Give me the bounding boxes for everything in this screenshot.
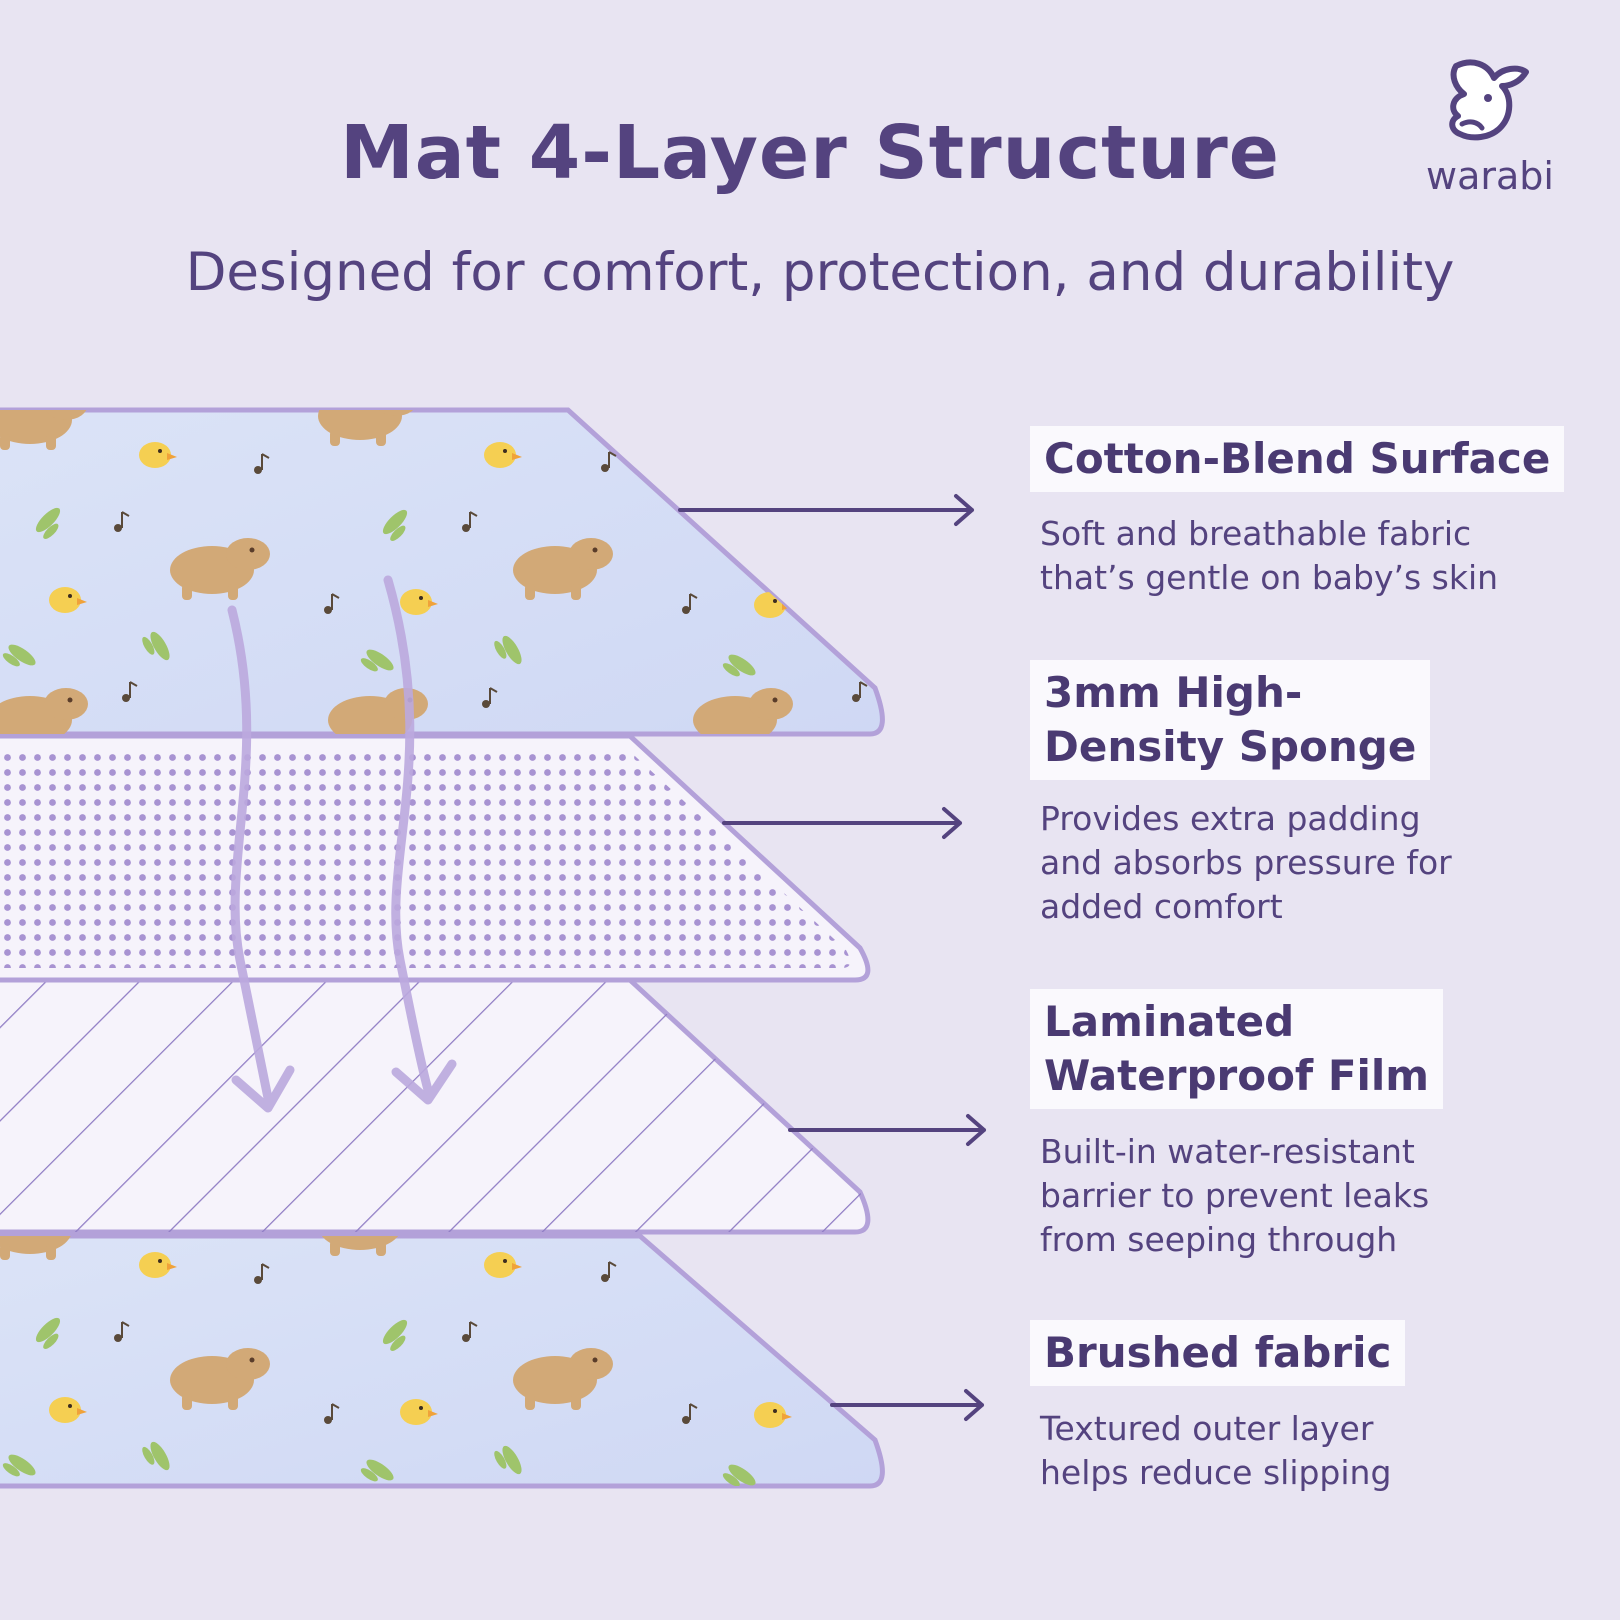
music-note-icon <box>482 1498 497 1518</box>
flow-arrow-right <box>383 575 433 1095</box>
duck-icon <box>139 442 177 468</box>
music-note-icon <box>114 511 130 532</box>
duck-icon <box>400 1399 438 1425</box>
leaf-icon <box>494 1445 522 1475</box>
music-note-icon <box>254 1263 270 1284</box>
layer-3-title: Laminated Waterproof Film <box>1030 989 1444 1109</box>
leaf-icon <box>722 1464 756 1486</box>
layer-2-description: Provides extra padding and absorbs press… <box>1040 799 1452 926</box>
leaf-icon <box>2 1454 36 1477</box>
rabbit-icon <box>1449 59 1529 141</box>
duck-icon <box>139 1252 177 1278</box>
duck-icon <box>754 1402 792 1428</box>
music-note-icon <box>324 1403 340 1424</box>
flow-arrow-left <box>227 605 273 1103</box>
music-note-icon <box>601 1261 617 1282</box>
leaf-icon <box>494 635 522 665</box>
capybara-icon <box>170 1348 270 1410</box>
duck-icon <box>484 442 522 468</box>
capybara-icon <box>513 1348 613 1410</box>
music-note-icon <box>114 1321 130 1342</box>
leaf-icon <box>35 1317 61 1349</box>
layer-1-title: Cotton-Blend Surface <box>1030 426 1565 492</box>
music-note-icon <box>682 1403 698 1424</box>
leaf-icon <box>382 1319 408 1351</box>
layer-sponge <box>0 733 871 983</box>
flow-arrow-left-head <box>231 1065 295 1113</box>
brand-name: warabi <box>1426 154 1554 198</box>
music-note-icon <box>482 687 498 708</box>
leaf-icon <box>360 649 394 672</box>
flow-arrow-right-head <box>391 1059 457 1105</box>
music-note-icon <box>601 451 617 472</box>
capybara-icon <box>0 1236 72 1260</box>
capybara-icon <box>318 410 418 446</box>
capybara-icon <box>693 688 793 734</box>
music-note-icon <box>324 593 340 614</box>
fabric-print <box>0 1236 867 1560</box>
leaf-icon <box>142 1441 170 1471</box>
leaf-icon <box>35 507 61 539</box>
leaf-icon <box>722 654 756 677</box>
layer-4-description: Textured outer layer helps reduce slippi… <box>1040 1409 1392 1492</box>
brand-logo: warabi <box>1410 50 1570 200</box>
layer-2-title: 3mm High- Density Sponge <box>1030 660 1431 780</box>
leaf-icon <box>2 644 36 667</box>
capybara-icon <box>513 538 613 600</box>
capybara-icon <box>0 410 88 450</box>
callout-arrow-4 <box>830 1389 984 1421</box>
music-note-icon <box>122 681 138 702</box>
music-note-icon <box>122 1492 137 1512</box>
leaf-icon <box>142 631 170 661</box>
duck-icon <box>400 589 438 615</box>
capybara-icon <box>170 538 270 600</box>
capybara-icon <box>328 1498 428 1560</box>
leaf-icon <box>360 1459 394 1482</box>
layer-cotton-surface <box>0 407 885 737</box>
music-note-icon <box>852 681 868 702</box>
capybara-icon <box>328 688 428 734</box>
layer-3-description: Built-in water-resistant barrier to prev… <box>1040 1132 1430 1259</box>
page-title: Mat 4-Layer Structure <box>340 110 1280 196</box>
layer-4-title: Brushed fabric <box>1030 1320 1406 1386</box>
music-note-icon <box>462 1321 478 1342</box>
music-note-icon <box>254 453 270 474</box>
music-note-icon <box>682 593 698 614</box>
fabric-print <box>0 410 868 734</box>
capybara-icon <box>0 1498 88 1560</box>
layer-brushed-fabric <box>0 1233 885 1560</box>
layer-waterproof-film <box>0 977 871 1235</box>
callout-arrow-2 <box>722 807 962 839</box>
leaf-icon <box>382 509 408 541</box>
capybara-icon <box>0 688 88 734</box>
duck-icon <box>484 1252 522 1278</box>
music-note-icon <box>462 511 478 532</box>
callout-arrows <box>678 494 986 1421</box>
duck-icon <box>49 1397 87 1423</box>
callout-arrow-3 <box>788 1114 986 1146</box>
capybara-icon <box>693 1498 793 1560</box>
page-subtitle: Designed for comfort, protection, and du… <box>185 242 1455 303</box>
layer-1-description: Soft and breathable fabric that’s gentle… <box>1040 514 1499 597</box>
callout-arrow-1 <box>678 494 974 526</box>
capybara-icon <box>318 1236 402 1256</box>
absorption-flow-arrows <box>227 575 457 1113</box>
duck-icon <box>49 587 87 613</box>
music-note-icon <box>852 1492 867 1512</box>
